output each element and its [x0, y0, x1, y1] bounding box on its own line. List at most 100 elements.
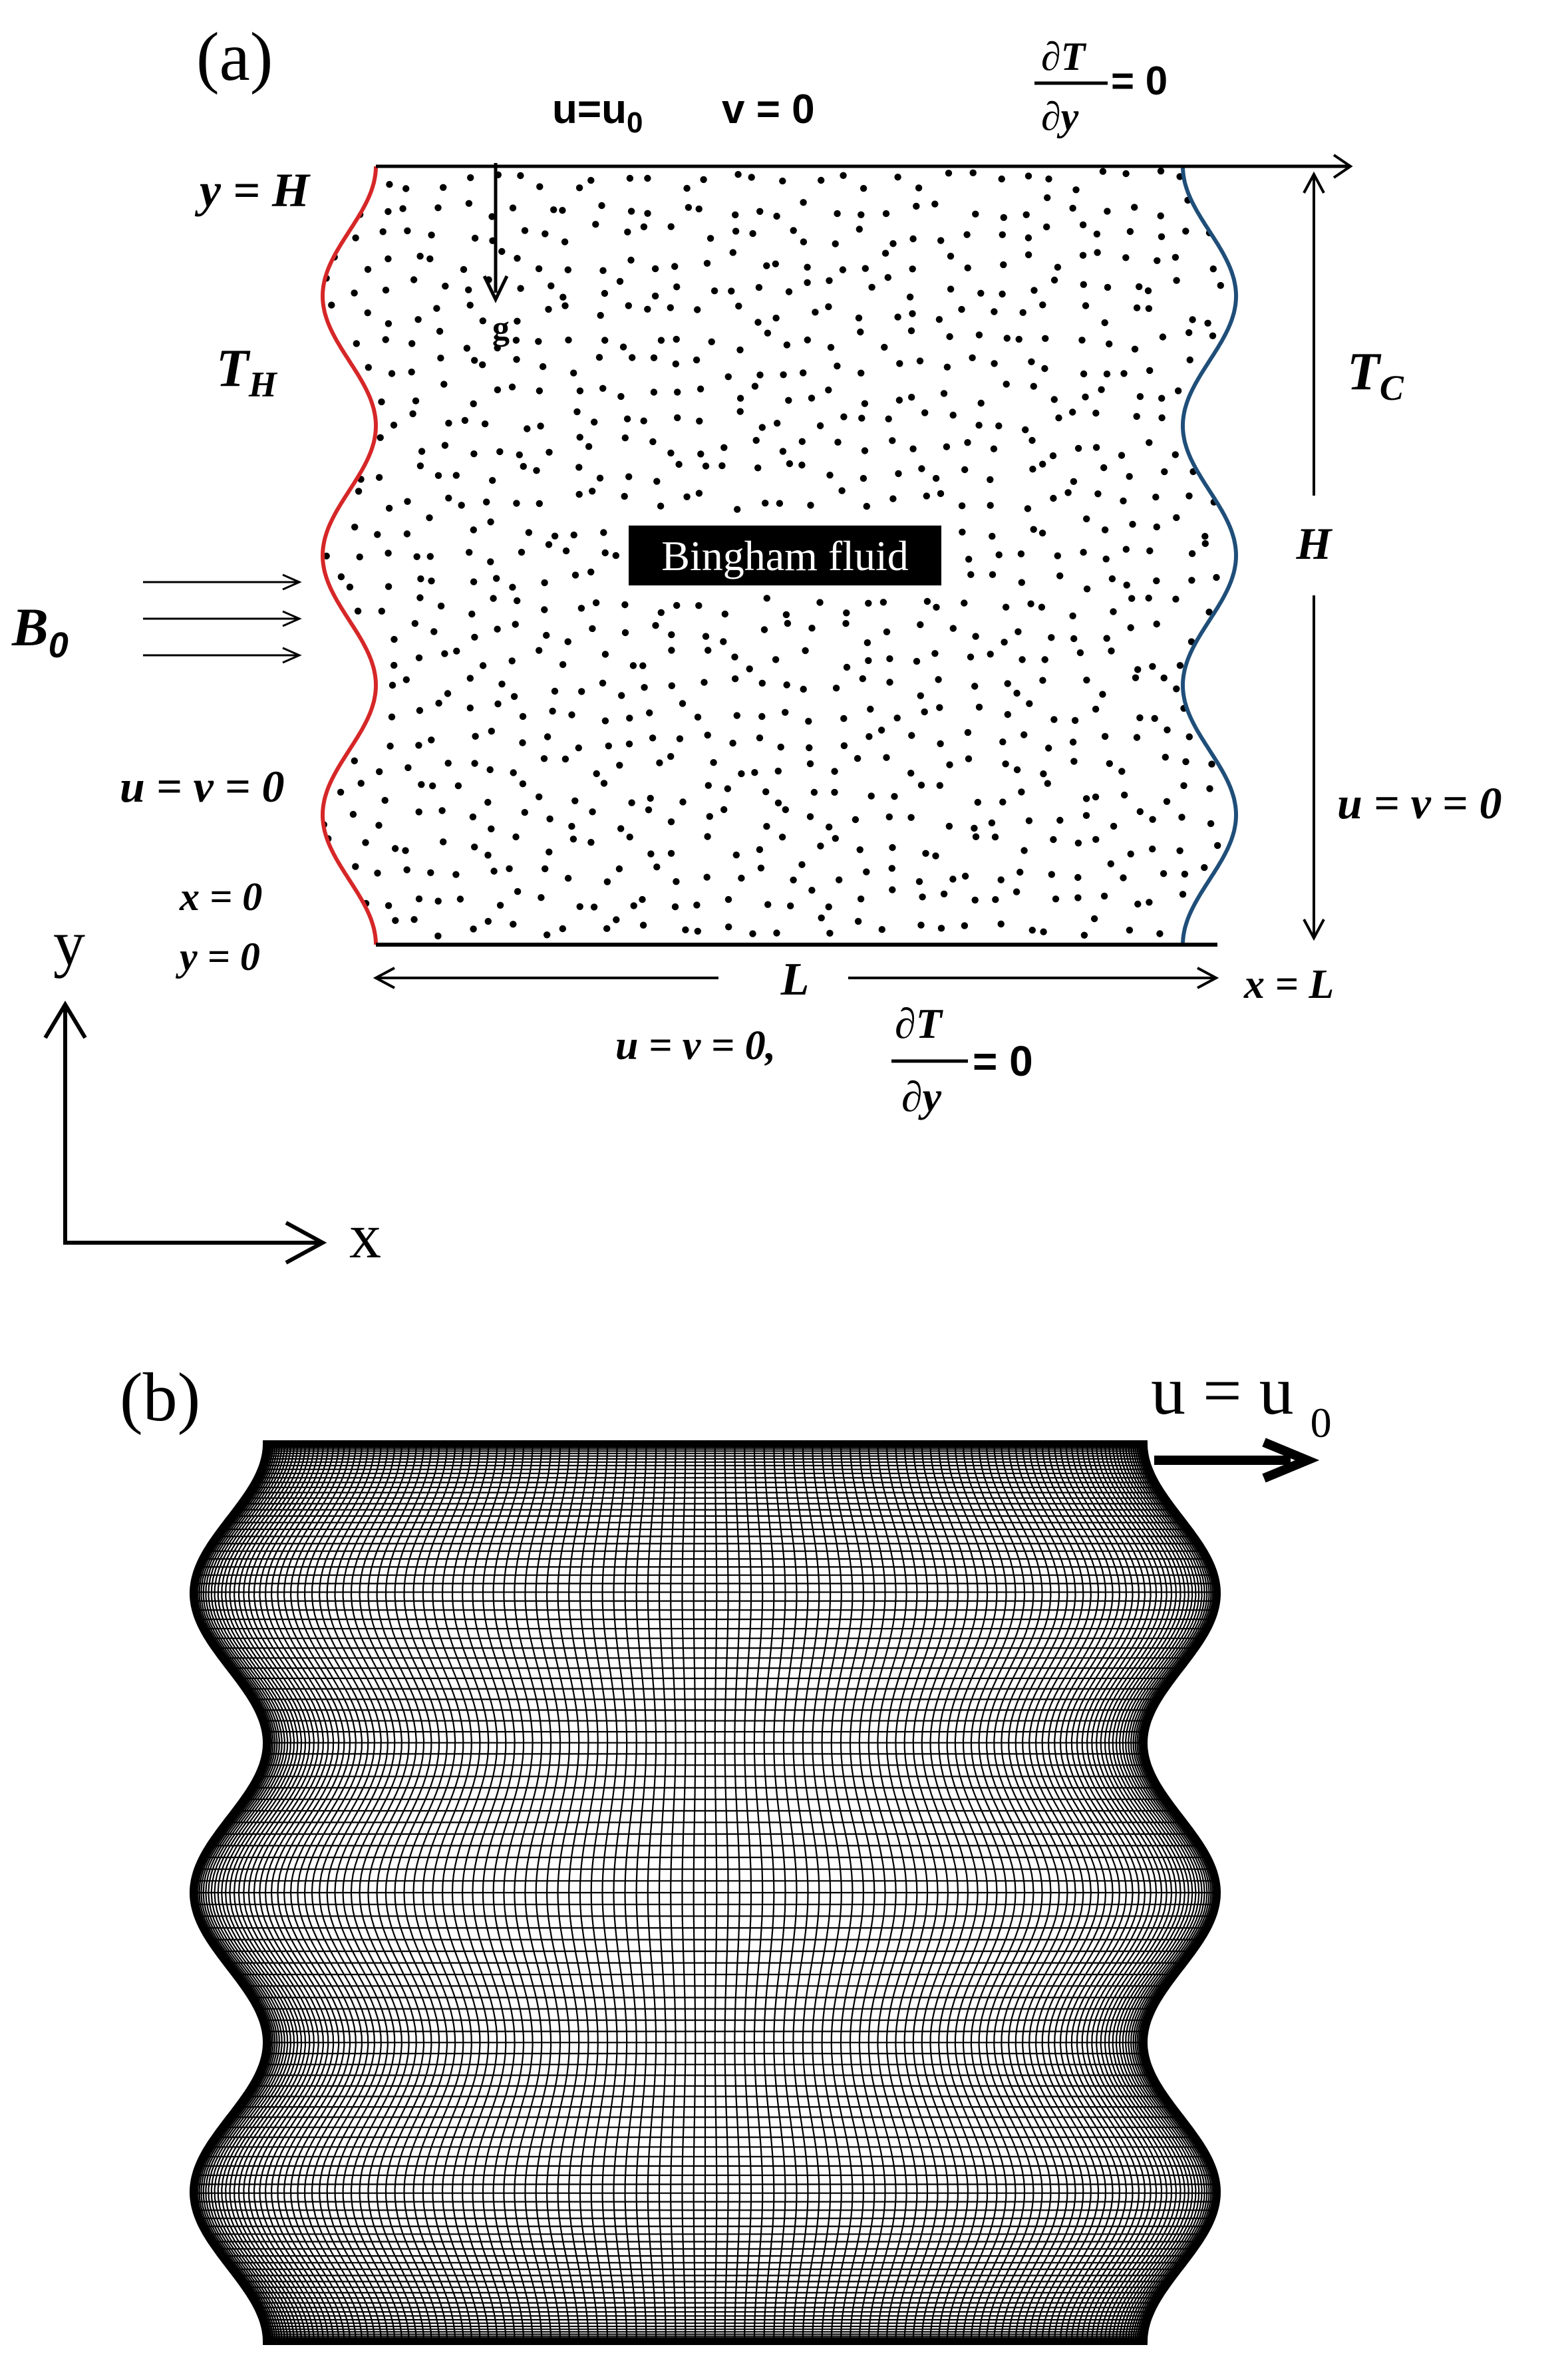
particle: [831, 768, 838, 775]
particle: [388, 713, 396, 720]
particle: [617, 825, 625, 832]
particle: [1020, 847, 1028, 854]
particle: [1071, 716, 1079, 724]
particle: [598, 202, 605, 210]
particle: [1208, 760, 1215, 768]
particle: [1211, 418, 1219, 426]
particle: [673, 878, 680, 885]
particle: [977, 399, 985, 407]
particle: [1020, 731, 1028, 738]
particle: [1078, 337, 1086, 344]
particle: [999, 231, 1007, 238]
particle: [629, 354, 636, 361]
particle: [882, 210, 890, 218]
particle: [1069, 738, 1077, 746]
bottom-dT-denominator: ∂y: [901, 1073, 942, 1120]
particle: [1131, 204, 1138, 211]
particle: [544, 931, 551, 939]
particle: [546, 448, 553, 456]
particle: [327, 703, 335, 711]
particle: [1144, 287, 1152, 295]
particle: [702, 633, 710, 640]
particle: [786, 460, 794, 468]
particle: [1185, 492, 1193, 500]
particle: [1123, 581, 1130, 589]
particle: [603, 925, 611, 933]
particle: [559, 207, 566, 214]
particle: [1028, 927, 1036, 934]
particle: [538, 894, 545, 901]
particle: [1160, 674, 1168, 682]
particle: [783, 341, 791, 349]
particle: [605, 742, 612, 750]
particle: [1054, 263, 1062, 271]
particle: [858, 369, 865, 377]
particle: [772, 656, 780, 663]
bottom-dT-numerator: ∂T: [895, 1000, 944, 1047]
particle: [919, 893, 926, 901]
particle: [577, 605, 585, 612]
particle: [510, 921, 517, 928]
x-axis-arrowhead: [285, 1221, 327, 1265]
particle: [1106, 760, 1114, 768]
particle: [1181, 870, 1189, 878]
particle: [601, 337, 609, 344]
particle: [351, 757, 358, 764]
particle: [1076, 649, 1084, 657]
bottom-dT-equals: = 0: [973, 1037, 1033, 1085]
particle: [479, 662, 487, 669]
particle: [1201, 540, 1209, 548]
particle: [404, 227, 411, 235]
particle: [991, 308, 998, 315]
particle: [886, 655, 893, 663]
particle: [378, 607, 385, 615]
particle: [865, 599, 872, 607]
particle: [894, 313, 901, 321]
particle: [1126, 927, 1134, 934]
particle: [1070, 635, 1078, 643]
particle: [710, 759, 717, 766]
particle: [1110, 608, 1117, 615]
particle: [724, 895, 732, 903]
particle: [625, 302, 632, 309]
particle: [1019, 656, 1026, 663]
particle: [1001, 639, 1008, 646]
particle: [987, 651, 994, 658]
particle: [479, 317, 486, 325]
particle: [1092, 409, 1100, 417]
particle: [496, 901, 504, 909]
particle: [337, 573, 345, 581]
particle: [1050, 716, 1058, 723]
particle: [413, 553, 420, 560]
particle: [868, 283, 875, 291]
particle: [679, 798, 687, 806]
particle: [601, 549, 609, 557]
particle: [587, 839, 595, 846]
particle: [559, 925, 566, 933]
particle: [1024, 505, 1032, 512]
particle: [668, 647, 675, 654]
particle: [697, 385, 705, 393]
particle: [1162, 754, 1170, 761]
particle: [906, 293, 914, 301]
particle: [735, 302, 742, 310]
particle: [773, 212, 780, 220]
particle: [1185, 329, 1193, 337]
particle: [1026, 700, 1033, 707]
particle: [975, 703, 983, 711]
particle: [1039, 677, 1046, 684]
particle: [408, 340, 416, 347]
particle: [946, 761, 953, 768]
particle: [518, 548, 526, 556]
particle: [838, 487, 846, 494]
particle: [696, 417, 703, 425]
particle: [805, 718, 812, 725]
particle: [1205, 608, 1213, 616]
particle: [490, 867, 498, 875]
cold-wall: [1180, 166, 1239, 945]
particle: [1211, 681, 1219, 688]
particle: [704, 833, 711, 840]
particle: [564, 875, 572, 882]
